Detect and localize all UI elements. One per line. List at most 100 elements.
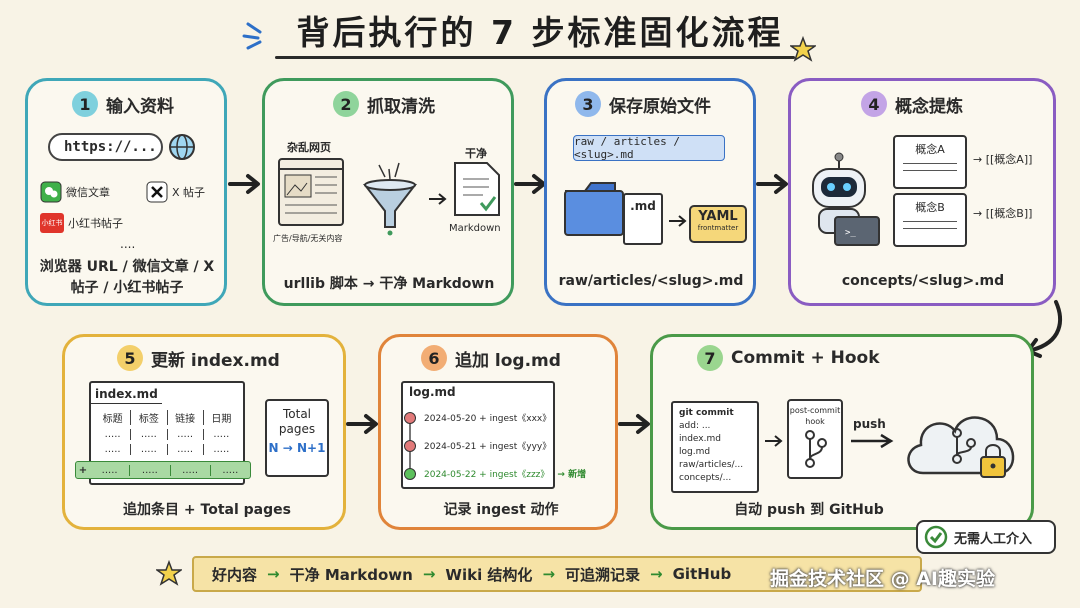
step-5-footer: 追加条目 + Total pages <box>123 502 291 518</box>
step-6-title: 追加 log.md <box>455 350 561 371</box>
log-entry: 2024-05-20 + ingest《xxx》 <box>404 411 551 424</box>
more-sources: .... <box>120 237 136 251</box>
col-link: 链接 <box>166 410 203 425</box>
log-entry-text: 2024-05-20 + ingest《xxx》 <box>424 414 552 424</box>
total-pages-label-1: Total <box>282 407 312 421</box>
flow-arrow-1-2 <box>228 174 260 194</box>
table-cell: ..... <box>202 429 239 440</box>
messy-page-sublabel: 广告/导航/无关内容 <box>273 234 343 243</box>
table-cell: ..... <box>202 444 239 455</box>
url-bar: https://... <box>48 133 163 161</box>
step-4-number: 4 <box>861 91 887 117</box>
table-cell: ..... <box>209 464 250 476</box>
md-file-label: .md <box>630 199 656 213</box>
yaml-label: YAML <box>698 209 738 224</box>
plus-icon: + <box>78 464 88 476</box>
step-2-footer: urllib 脚本 → 干净 Markdown <box>283 276 495 292</box>
banner-item: Wiki 结构化 <box>445 565 533 584</box>
small-arrow-icon <box>429 193 447 205</box>
total-pages-change: N → N+1 <box>268 441 326 455</box>
clean-sublabel: Markdown <box>449 223 501 234</box>
banner-arrow: → <box>267 565 280 583</box>
step-1-header: 1 输入资料 <box>72 91 174 117</box>
concept-b-link: → [[概念B]] <box>973 207 1033 220</box>
step-3-header: 3 保存原始文件 <box>575 91 711 117</box>
push-label: push <box>853 417 886 431</box>
table-cell: ..... <box>130 429 166 440</box>
banner-item: GitHub <box>672 565 732 583</box>
step-4-footer: concepts/<slug>.md <box>841 273 1005 289</box>
timeline-dot-icon <box>404 411 416 424</box>
sparkle-icon <box>242 22 262 50</box>
table-cell: ..... <box>130 444 166 455</box>
git-line: git commit <box>679 408 734 418</box>
git-line: add: ... <box>679 421 711 431</box>
table-cell: ..... <box>104 429 121 440</box>
summary-banner: 好内容 → 干净 Markdown → Wiki 结构化 → 可追溯记录 → G… <box>192 556 922 592</box>
flow-arrow-6-7 <box>618 414 650 434</box>
index-file-name: index.md <box>91 385 162 404</box>
step-3-number: 3 <box>575 91 601 117</box>
flow-arrow-2-3 <box>514 174 546 194</box>
col-date: 日期 <box>202 410 239 425</box>
banner-arrow: → <box>542 565 556 583</box>
source-x: X 帖子 <box>146 181 205 203</box>
flow-arrow-3-4 <box>756 174 788 194</box>
concept-b-card: 概念B <box>893 193 967 247</box>
step-2-title: 抓取清洗 <box>367 96 435 117</box>
table-cell: ..... <box>169 464 210 476</box>
concept-a-link: → [[概念A]] <box>973 153 1033 166</box>
step-6-header: 6 追加 log.md <box>421 345 561 371</box>
step-4-card: 4 概念提炼 >_ 概念A → [[概念A]] 概念B → [[概念B]] co… <box>788 78 1056 306</box>
hook-label-2: hook <box>805 417 825 426</box>
github-cloud-icon <box>907 416 1015 478</box>
step-1-footer: 浏览器 URL / 微信文章 / X 帖子 / 小红书帖子 <box>39 259 215 296</box>
frontmatter-label: frontmatter <box>697 224 739 232</box>
log-file: log.md <box>401 381 555 489</box>
step-1-number: 1 <box>72 91 98 117</box>
badge-label: 无需人工介入 <box>954 531 1033 547</box>
log-entry: 2024-05-21 + ingest《yyy》 <box>404 439 551 452</box>
step-3-card: 3 保存原始文件 raw / articles / <slug>.md .md … <box>544 78 756 306</box>
log-file-name: log.md <box>409 385 456 399</box>
col-tags: 标签 <box>130 410 166 425</box>
timeline-dot-icon <box>404 467 416 480</box>
concept-a-card: 概念A <box>893 135 967 189</box>
table-row: .................... <box>95 444 239 455</box>
step-6-number: 6 <box>421 345 447 371</box>
flow-arrow-5-6 <box>346 414 378 434</box>
step-7-number: 7 <box>697 345 723 371</box>
table-row: .................... <box>95 429 239 440</box>
git-branch-icon <box>805 430 827 468</box>
step-5-title: 更新 index.md <box>151 350 280 371</box>
source-wechat-label: 微信文章 <box>66 186 110 199</box>
step-2-card: 2 抓取清洗 杂乱网页 广告/导航/无关内容 干净 Markdown urlli… <box>262 78 514 306</box>
concept-b-label: 概念B <box>915 201 945 214</box>
x-logo-icon <box>146 181 168 203</box>
banner-item: 好内容 <box>212 565 258 584</box>
step-2-number: 2 <box>333 91 359 117</box>
url-text: https://... <box>64 139 157 155</box>
source-xiaohongshu-label: 小红书帖子 <box>68 217 123 230</box>
banner-item: 可追溯记录 <box>565 565 641 584</box>
git-line: index.md <box>679 434 721 444</box>
md-file-icon: .md <box>623 193 663 245</box>
star-icon <box>156 560 182 586</box>
messy-page-label: 杂乱网页 <box>287 141 331 154</box>
step-1-title: 输入资料 <box>106 96 174 117</box>
log-entry-text: 2024-05-21 + ingest《yyy》 <box>424 442 552 452</box>
table-cell: ..... <box>101 464 118 476</box>
banner-arrow: → <box>422 565 436 583</box>
globe-icon <box>169 134 195 160</box>
total-pages-box: Total pages N → N+1 <box>265 399 329 477</box>
table-cell: ..... <box>166 444 203 455</box>
index-header-row: 标题 标签 链接 日期 <box>95 410 239 425</box>
step-2-header: 2 抓取清洗 <box>333 91 435 117</box>
source-wechat: 微信文章 <box>40 181 110 203</box>
source-xiaohongshu: 小红书 小红书帖子 <box>40 213 123 233</box>
git-line: raw/articles/... <box>679 460 744 470</box>
svg-text:>_: >_ <box>845 228 856 238</box>
step-5-number: 5 <box>117 345 143 371</box>
col-title: 标题 <box>102 414 123 425</box>
step-5-card: 5 更新 index.md index.md 标题 标签 链接 日期 .....… <box>62 334 346 530</box>
